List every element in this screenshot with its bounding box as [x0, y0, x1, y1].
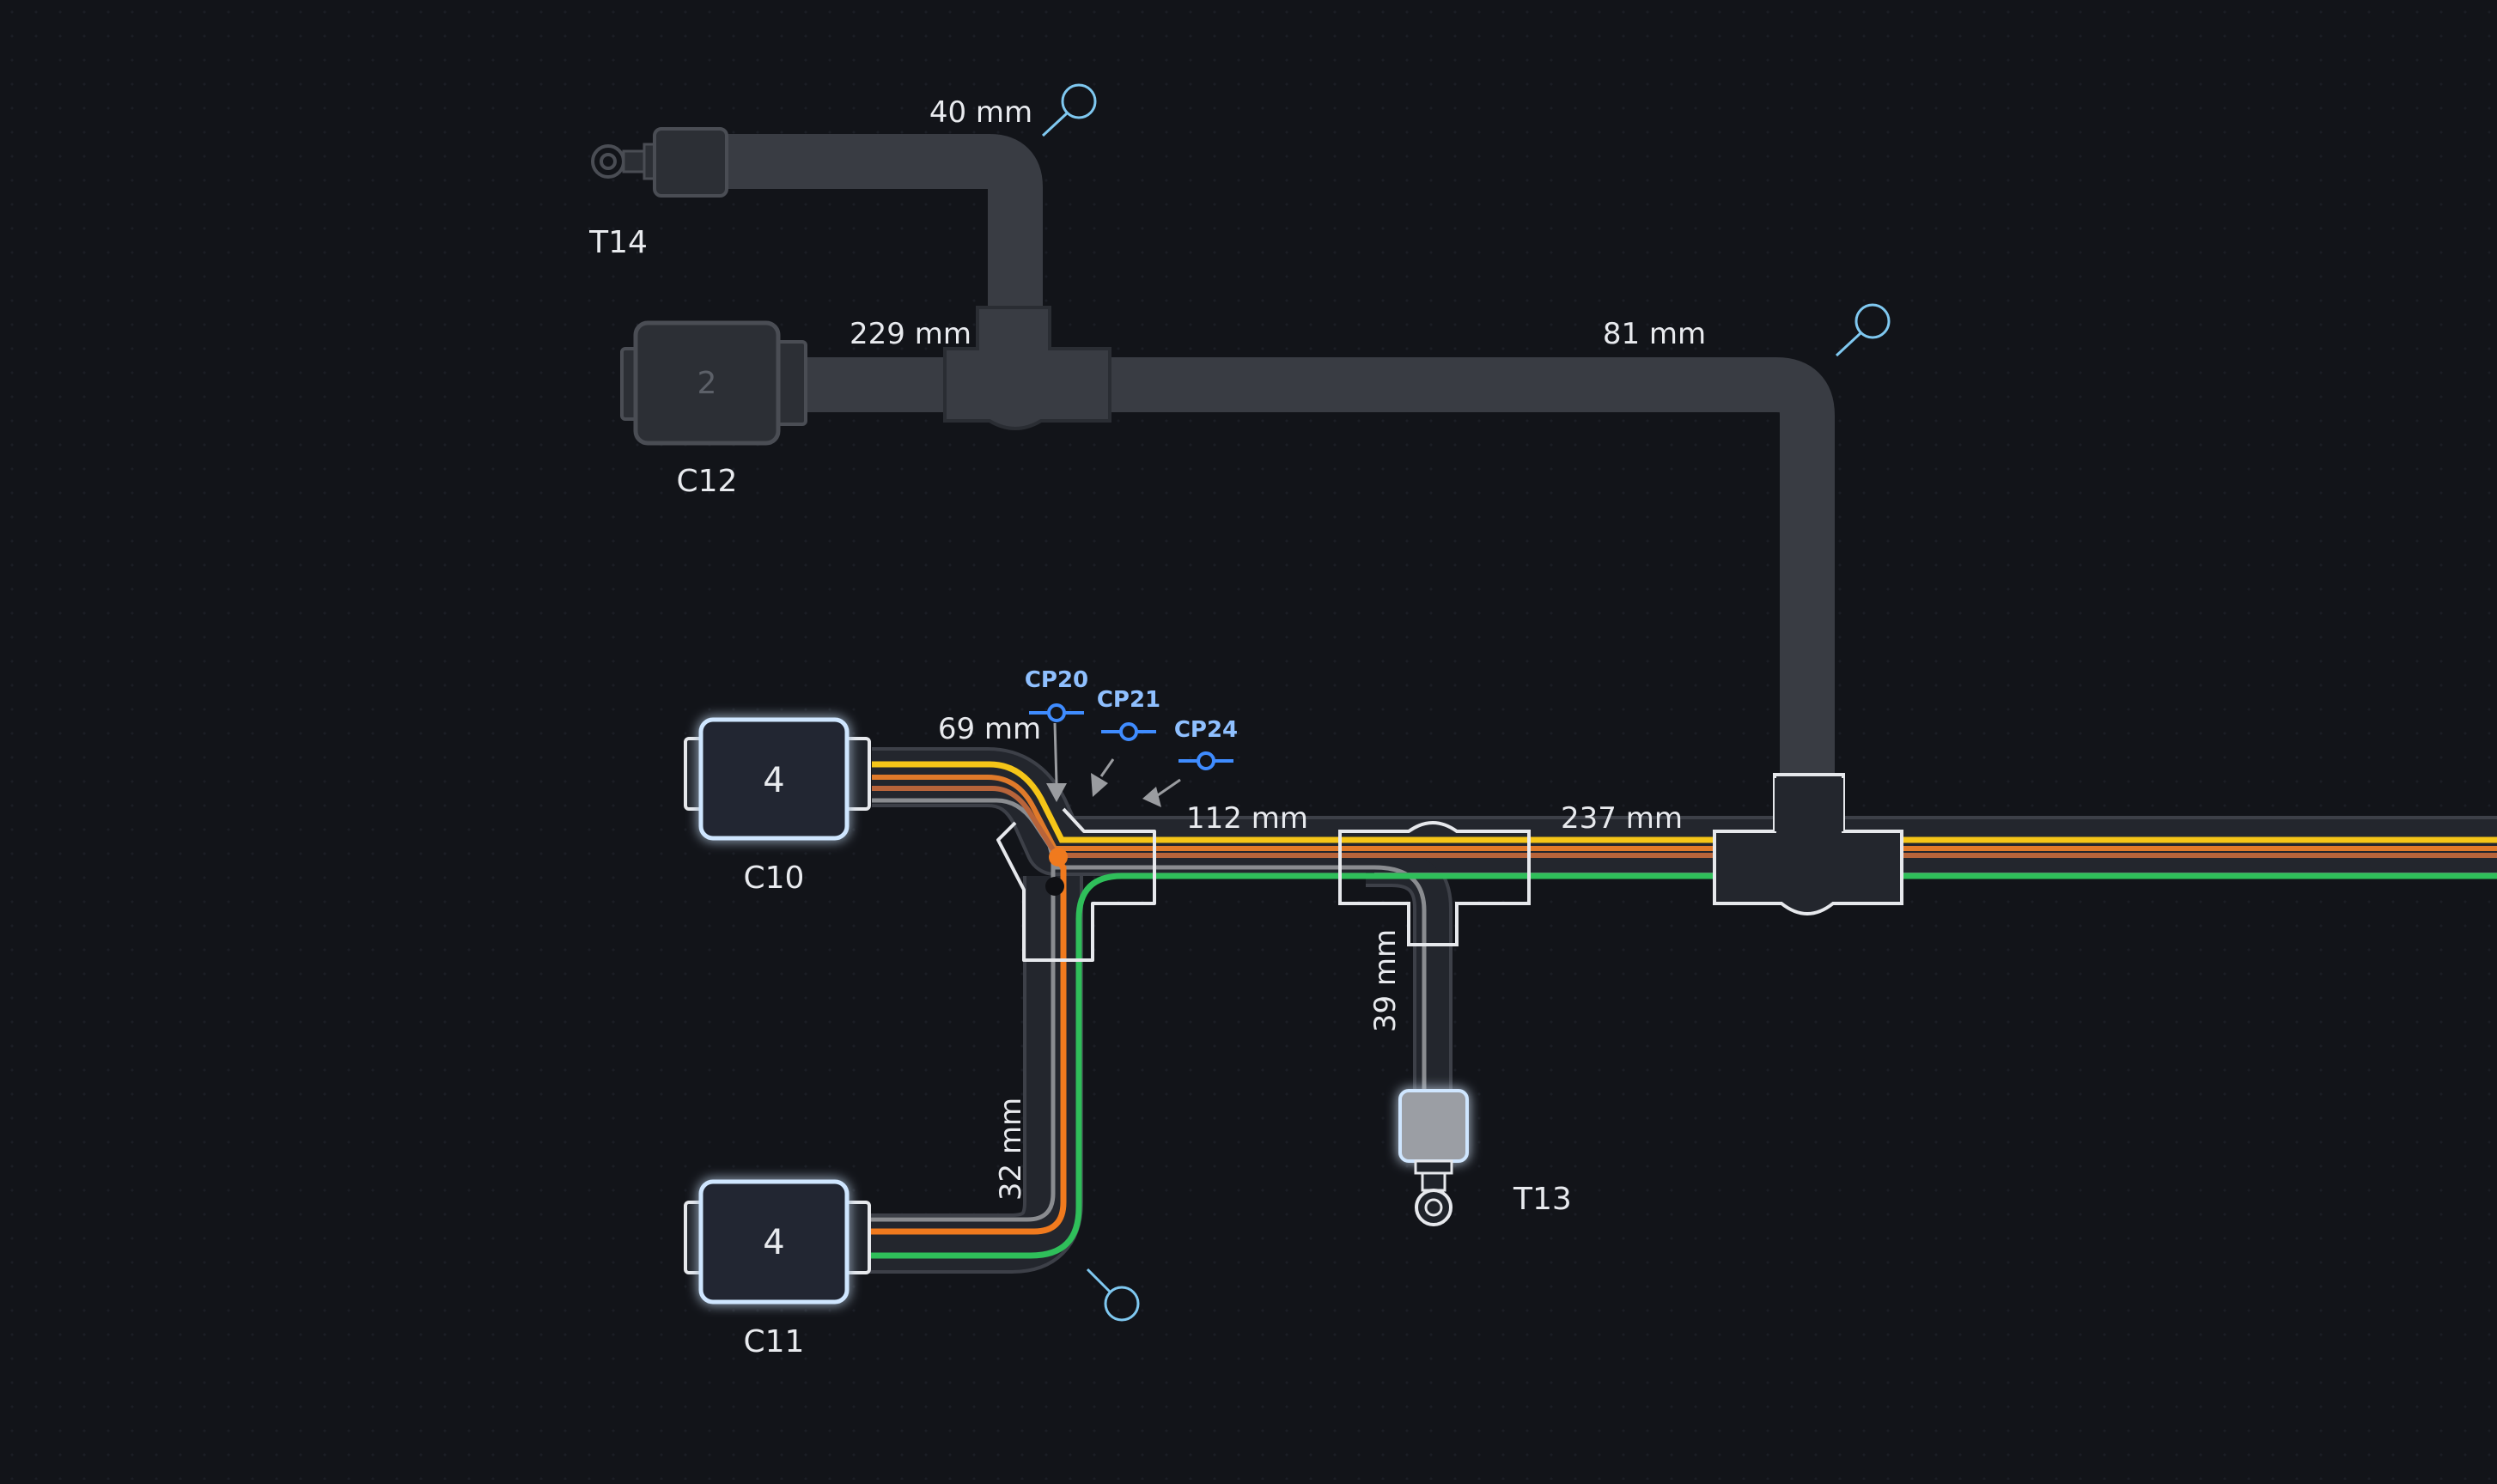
seg-label-t13: 39 mm — [1368, 929, 1403, 1032]
seg-label-c11: 32 mm — [994, 1098, 1028, 1201]
junction-right[interactable] — [1713, 773, 1903, 915]
bundle-c10[interactable] — [872, 751, 2497, 873]
bundle-t14[interactable] — [722, 134, 1043, 335]
seg-label-t14: 40 mm — [929, 95, 1032, 130]
seg-label-c12: 229 mm — [850, 317, 971, 351]
bundle-c12[interactable] — [797, 357, 1835, 790]
wire-orange-a[interactable] — [872, 775, 2497, 851]
seg-label-c10: 69 mm — [938, 712, 1041, 746]
t14-label: T14 — [588, 225, 648, 260]
junction-t13[interactable] — [1338, 821, 1531, 946]
cp24-label: CP24 — [1174, 717, 1238, 743]
seg-label-right-lower: 237 mm — [1561, 801, 1683, 836]
c12-pin-count: 2 — [697, 366, 717, 401]
connector-c11[interactable]: 4 — [684, 1179, 871, 1305]
c11-label: C11 — [744, 1324, 805, 1359]
clip-point-cp20[interactable]: CP20 — [1025, 667, 1088, 802]
cp21-label: CP21 — [1097, 687, 1160, 713]
c11-pin-count: 4 — [763, 1223, 784, 1262]
clip-point-cp24[interactable]: CP24 — [1142, 717, 1238, 807]
wire-orange-c11[interactable] — [868, 855, 1067, 1235]
splice-orange[interactable] — [1049, 848, 1068, 867]
clip-point-cp21[interactable]: CP21 — [1091, 687, 1160, 797]
junction-upper[interactable] — [943, 306, 1111, 430]
junction-c10-split[interactable] — [996, 807, 1156, 962]
splice-black[interactable] — [1045, 877, 1064, 896]
terminal-t14[interactable] — [591, 127, 728, 198]
junctions-lower — [996, 773, 1903, 962]
t13-label: T13 — [1513, 1182, 1572, 1217]
terminal-t13[interactable] — [1398, 1089, 1469, 1226]
wire-orange-b[interactable] — [872, 786, 2497, 858]
wires — [868, 761, 2497, 1259]
wire-yellow[interactable] — [872, 761, 2497, 843]
inactive-bundles — [722, 134, 1835, 790]
magnifier-icon[interactable] — [1835, 303, 1891, 357]
connector-c12[interactable]: 2 — [620, 320, 807, 446]
c10-pin-count: 4 — [763, 761, 784, 800]
magnifier-icon[interactable] — [1086, 1268, 1140, 1322]
c12-label: C12 — [677, 464, 738, 499]
c10-label: C10 — [744, 861, 805, 896]
cp20-label: CP20 — [1025, 667, 1088, 693]
magnifier-icon[interactable] — [1041, 83, 1097, 137]
seg-label-mid: 112 mm — [1186, 801, 1308, 836]
seg-label-right-upper: 81 mm — [1603, 317, 1706, 351]
wire-green[interactable] — [868, 873, 2497, 1259]
connector-c10[interactable]: 4 — [684, 717, 871, 841]
segment-labels: 40 mm 229 mm 81 mm 69 mm 112 mm 237 mm 3… — [850, 95, 1706, 1201]
